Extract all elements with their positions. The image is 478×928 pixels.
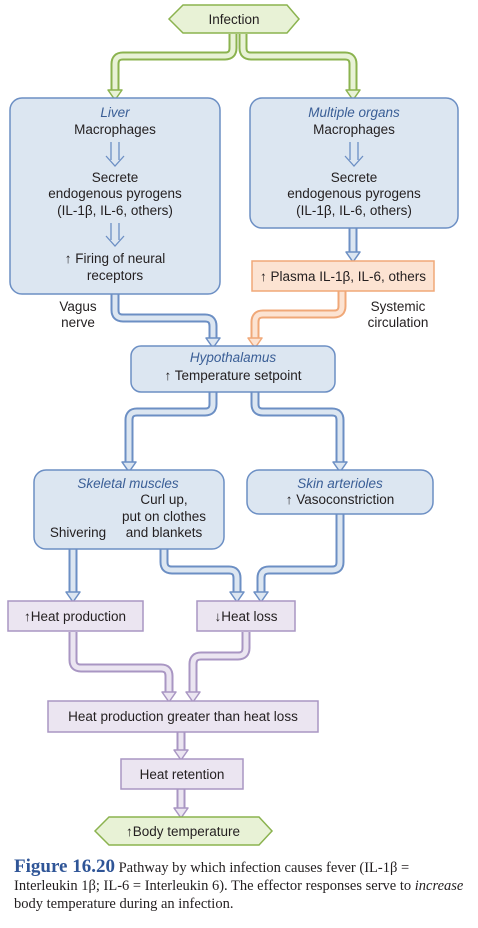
liver-firing: ↑ Firing of neural: [65, 251, 166, 266]
infection-label: Infection: [208, 12, 259, 27]
connector-retention-bodytemp: [173, 787, 189, 819]
down-open-arrow-icon: [105, 223, 125, 247]
liver-pyrogens: endogenous pyrogens: [48, 186, 182, 201]
connector-organs-plasma: [345, 225, 361, 263]
heat-production-label: ↑Heat production: [24, 609, 126, 624]
connector-infection-split: [107, 34, 361, 101]
skin-vasoconstriction: ↑ Vasoconstriction: [286, 492, 395, 507]
figure-label: Figure 16.20: [14, 856, 115, 877]
connector-heatloss-greater: [185, 630, 251, 703]
liver-interleukins: (IL-1β, IL-6, others): [57, 203, 173, 218]
heat-loss-label: ↓Heat loss: [214, 609, 277, 624]
node-multiple-organs: Multiple organs Macrophages Secrete endo…: [249, 97, 459, 229]
node-plasma: ↑ Plasma IL-1β, IL-6, others: [251, 260, 435, 292]
systemic-label: Systemic: [371, 299, 426, 314]
liver-receptors: receptors: [87, 268, 144, 283]
caption-text-2: body temperature during an infection.: [14, 896, 234, 912]
node-heat-retention: Heat retention: [120, 758, 244, 790]
node-liver: Liver Macrophages Secrete endogenous pyr…: [9, 97, 221, 295]
node-skeletal-muscles: Skeletal muscles Curl up, put on clothes…: [33, 469, 225, 550]
hypothalamus-title: Hypothalamus: [190, 350, 277, 365]
skeletal-clothes: put on clothes: [122, 509, 206, 524]
vagus-label: Vagus: [59, 299, 97, 314]
node-body-temperature: ↑Body temperature: [93, 816, 274, 846]
node-skin-arterioles: Skin arterioles ↑ Vasoconstriction: [246, 469, 434, 515]
connector-greater-retention: [173, 730, 189, 761]
organs-interleukins: (IL-1β, IL-6, others): [296, 203, 412, 218]
plasma-label: ↑ Plasma IL-1β, IL-6, others: [260, 269, 426, 284]
connector-hypothalamus-split: [121, 390, 348, 473]
skeletal-title: Skeletal muscles: [77, 476, 179, 491]
organs-pyrogens: endogenous pyrogens: [287, 186, 421, 201]
connectors: [65, 34, 361, 819]
node-heat-production: ↑Heat production: [7, 600, 144, 632]
connector-skeletal-heatloss: [159, 547, 245, 603]
connector-skeletal-heatprod: [65, 547, 81, 603]
liver-title: Liver: [100, 105, 130, 120]
greater-label: Heat production greater than heat loss: [68, 709, 298, 724]
circulation-label: circulation: [368, 315, 429, 330]
liver-macrophages: Macrophages: [74, 122, 156, 137]
fever-pathway-diagram: Infection Liver Macrophages Secrete endo…: [7, 4, 459, 846]
node-hypothalamus: Hypothalamus ↑ Temperature setpoint: [130, 345, 336, 393]
organs-secrete: Secrete: [331, 170, 378, 185]
nerve-label: nerve: [61, 315, 95, 330]
organs-title: Multiple organs: [308, 105, 400, 120]
connector-plasma-hypothalamus: [247, 289, 347, 349]
skin-title: Skin arterioles: [297, 476, 383, 491]
skeletal-shivering: Shivering: [50, 525, 106, 540]
organs-macrophages: Macrophages: [313, 122, 395, 137]
connector-skin-heatloss: [253, 512, 345, 603]
down-open-arrow-icon: [344, 142, 364, 167]
figure-caption: Figure 16.20 Pathway by which infection …: [14, 856, 469, 913]
caption-text-1: Pathway by which infection causes fever …: [14, 860, 415, 894]
connector-heatprod-greater: [68, 630, 177, 703]
liver-secrete: Secrete: [92, 170, 139, 185]
body-temperature-label: ↑Body temperature: [126, 824, 240, 839]
node-heat-production-greater: Heat production greater than heat loss: [47, 700, 319, 733]
caption-emphasis: increase: [414, 878, 464, 894]
skeletal-curl: Curl up,: [140, 492, 187, 507]
node-infection: Infection: [167, 4, 300, 34]
retention-label: Heat retention: [140, 767, 225, 782]
node-heat-loss: ↓Heat loss: [196, 600, 296, 632]
down-open-arrow-icon: [105, 142, 125, 167]
connector-liver-hypothalamus: [110, 292, 221, 349]
hypothalamus-setpoint: ↑ Temperature setpoint: [164, 368, 301, 383]
skeletal-blankets: and blankets: [126, 525, 203, 540]
